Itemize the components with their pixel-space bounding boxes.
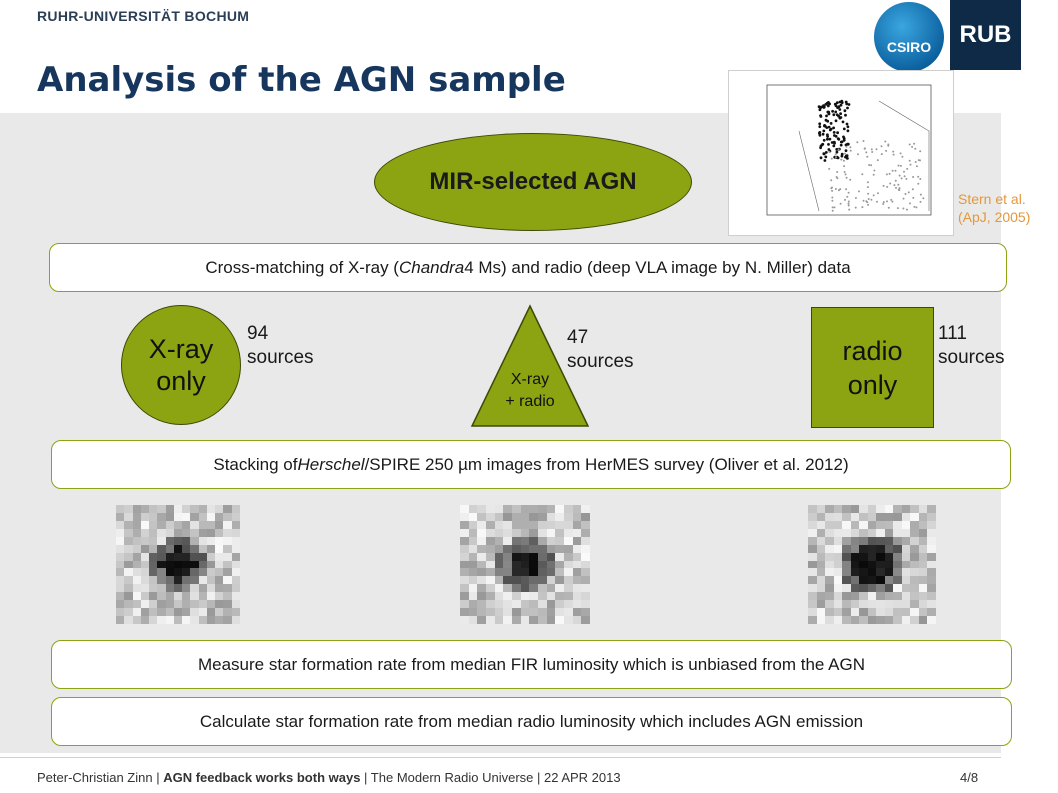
- page-number: 4/8: [960, 770, 979, 785]
- citation: Stern et al. (ApJ, 2005): [958, 190, 1030, 226]
- citation-line-1: Stern et al.: [958, 191, 1026, 207]
- xray-only-count: 94 sources: [247, 322, 314, 370]
- stacked-image-radio-only: [808, 505, 936, 624]
- university-name: RUHR-UNIVERSITÄT BOCHUM: [37, 8, 250, 24]
- xray-radio-count-2: sources: [567, 351, 634, 372]
- xray-only-node: X-ray only: [121, 305, 241, 425]
- stern-color-color-figure: [728, 70, 954, 236]
- xray-only-label-2: only: [156, 366, 206, 396]
- xray-radio-count: 47 sources: [567, 326, 634, 374]
- measure-sfr-box: Measure star formation rate from median …: [51, 640, 1012, 689]
- footer: Peter-Christian Zinn | AGN feedback work…: [37, 770, 621, 785]
- calculate-sfr-box: Calculate star formation rate from media…: [51, 697, 1012, 746]
- xray-only-label-1: X-ray: [148, 334, 214, 364]
- radio-only-label-1: radio: [842, 335, 903, 366]
- stacked-image-xray-radio: [460, 505, 590, 624]
- cross-matching-text-1: Cross-matching of X-ray (: [205, 257, 399, 277]
- footer-divider: [0, 757, 1001, 758]
- xray-radio-label: X-ray + radio: [470, 369, 590, 413]
- measure-sfr-text: Measure star formation rate from median …: [197, 654, 866, 674]
- radio-only-count: 111 sources: [938, 322, 1005, 370]
- stacking-box: Stacking of Herschel/SPIRE 250 µm images…: [51, 440, 1011, 489]
- stacking-text-1: Stacking of: [213, 454, 298, 474]
- csiro-logo-text: CSIRO: [886, 39, 932, 55]
- citation-line-2: (ApJ, 2005): [958, 209, 1031, 225]
- rub-logo: RUB: [950, 0, 1021, 70]
- radio-only-count-1: 111: [938, 323, 967, 344]
- footer-author: Peter-Christian Zinn |: [37, 770, 164, 785]
- stacked-image-xray-only: [116, 505, 240, 624]
- radio-only-count-2: sources: [938, 347, 1005, 368]
- xray-only-count-1: 94: [247, 323, 269, 344]
- cross-matching-box: Cross-matching of X-ray (Chandra 4 Ms) a…: [49, 243, 1007, 292]
- calculate-sfr-text: Calculate star formation rate from media…: [199, 711, 864, 731]
- radio-only-node: radio only: [811, 307, 934, 428]
- footer-rest: | The Modern Radio Universe | 22 APR 201…: [360, 770, 621, 785]
- xray-radio-label-2: + radio: [505, 393, 555, 410]
- stacking-text-3: /SPIRE 250 µm images from HerMES survey …: [364, 454, 849, 474]
- xray-only-count-2: sources: [247, 347, 314, 368]
- footer-talk-title: AGN feedback works both ways: [163, 770, 361, 785]
- xray-radio-label-1: X-ray: [510, 371, 550, 388]
- cross-matching-text-2: Chandra: [398, 257, 465, 277]
- cross-matching-text-3: 4 Ms) and radio (deep VLA image by N. Mi…: [464, 257, 851, 277]
- xray-radio-count-1: 47: [567, 327, 589, 348]
- xray-radio-node: [470, 304, 590, 427]
- csiro-logo: [874, 2, 944, 72]
- mir-agn-node: MIR-selected AGN: [374, 133, 692, 231]
- mir-agn-label: MIR-selected AGN: [429, 168, 637, 195]
- slide-title: Analysis of the AGN sample: [37, 60, 566, 100]
- radio-only-label-2: only: [847, 369, 898, 400]
- stacking-text-2: Herschel: [297, 454, 365, 474]
